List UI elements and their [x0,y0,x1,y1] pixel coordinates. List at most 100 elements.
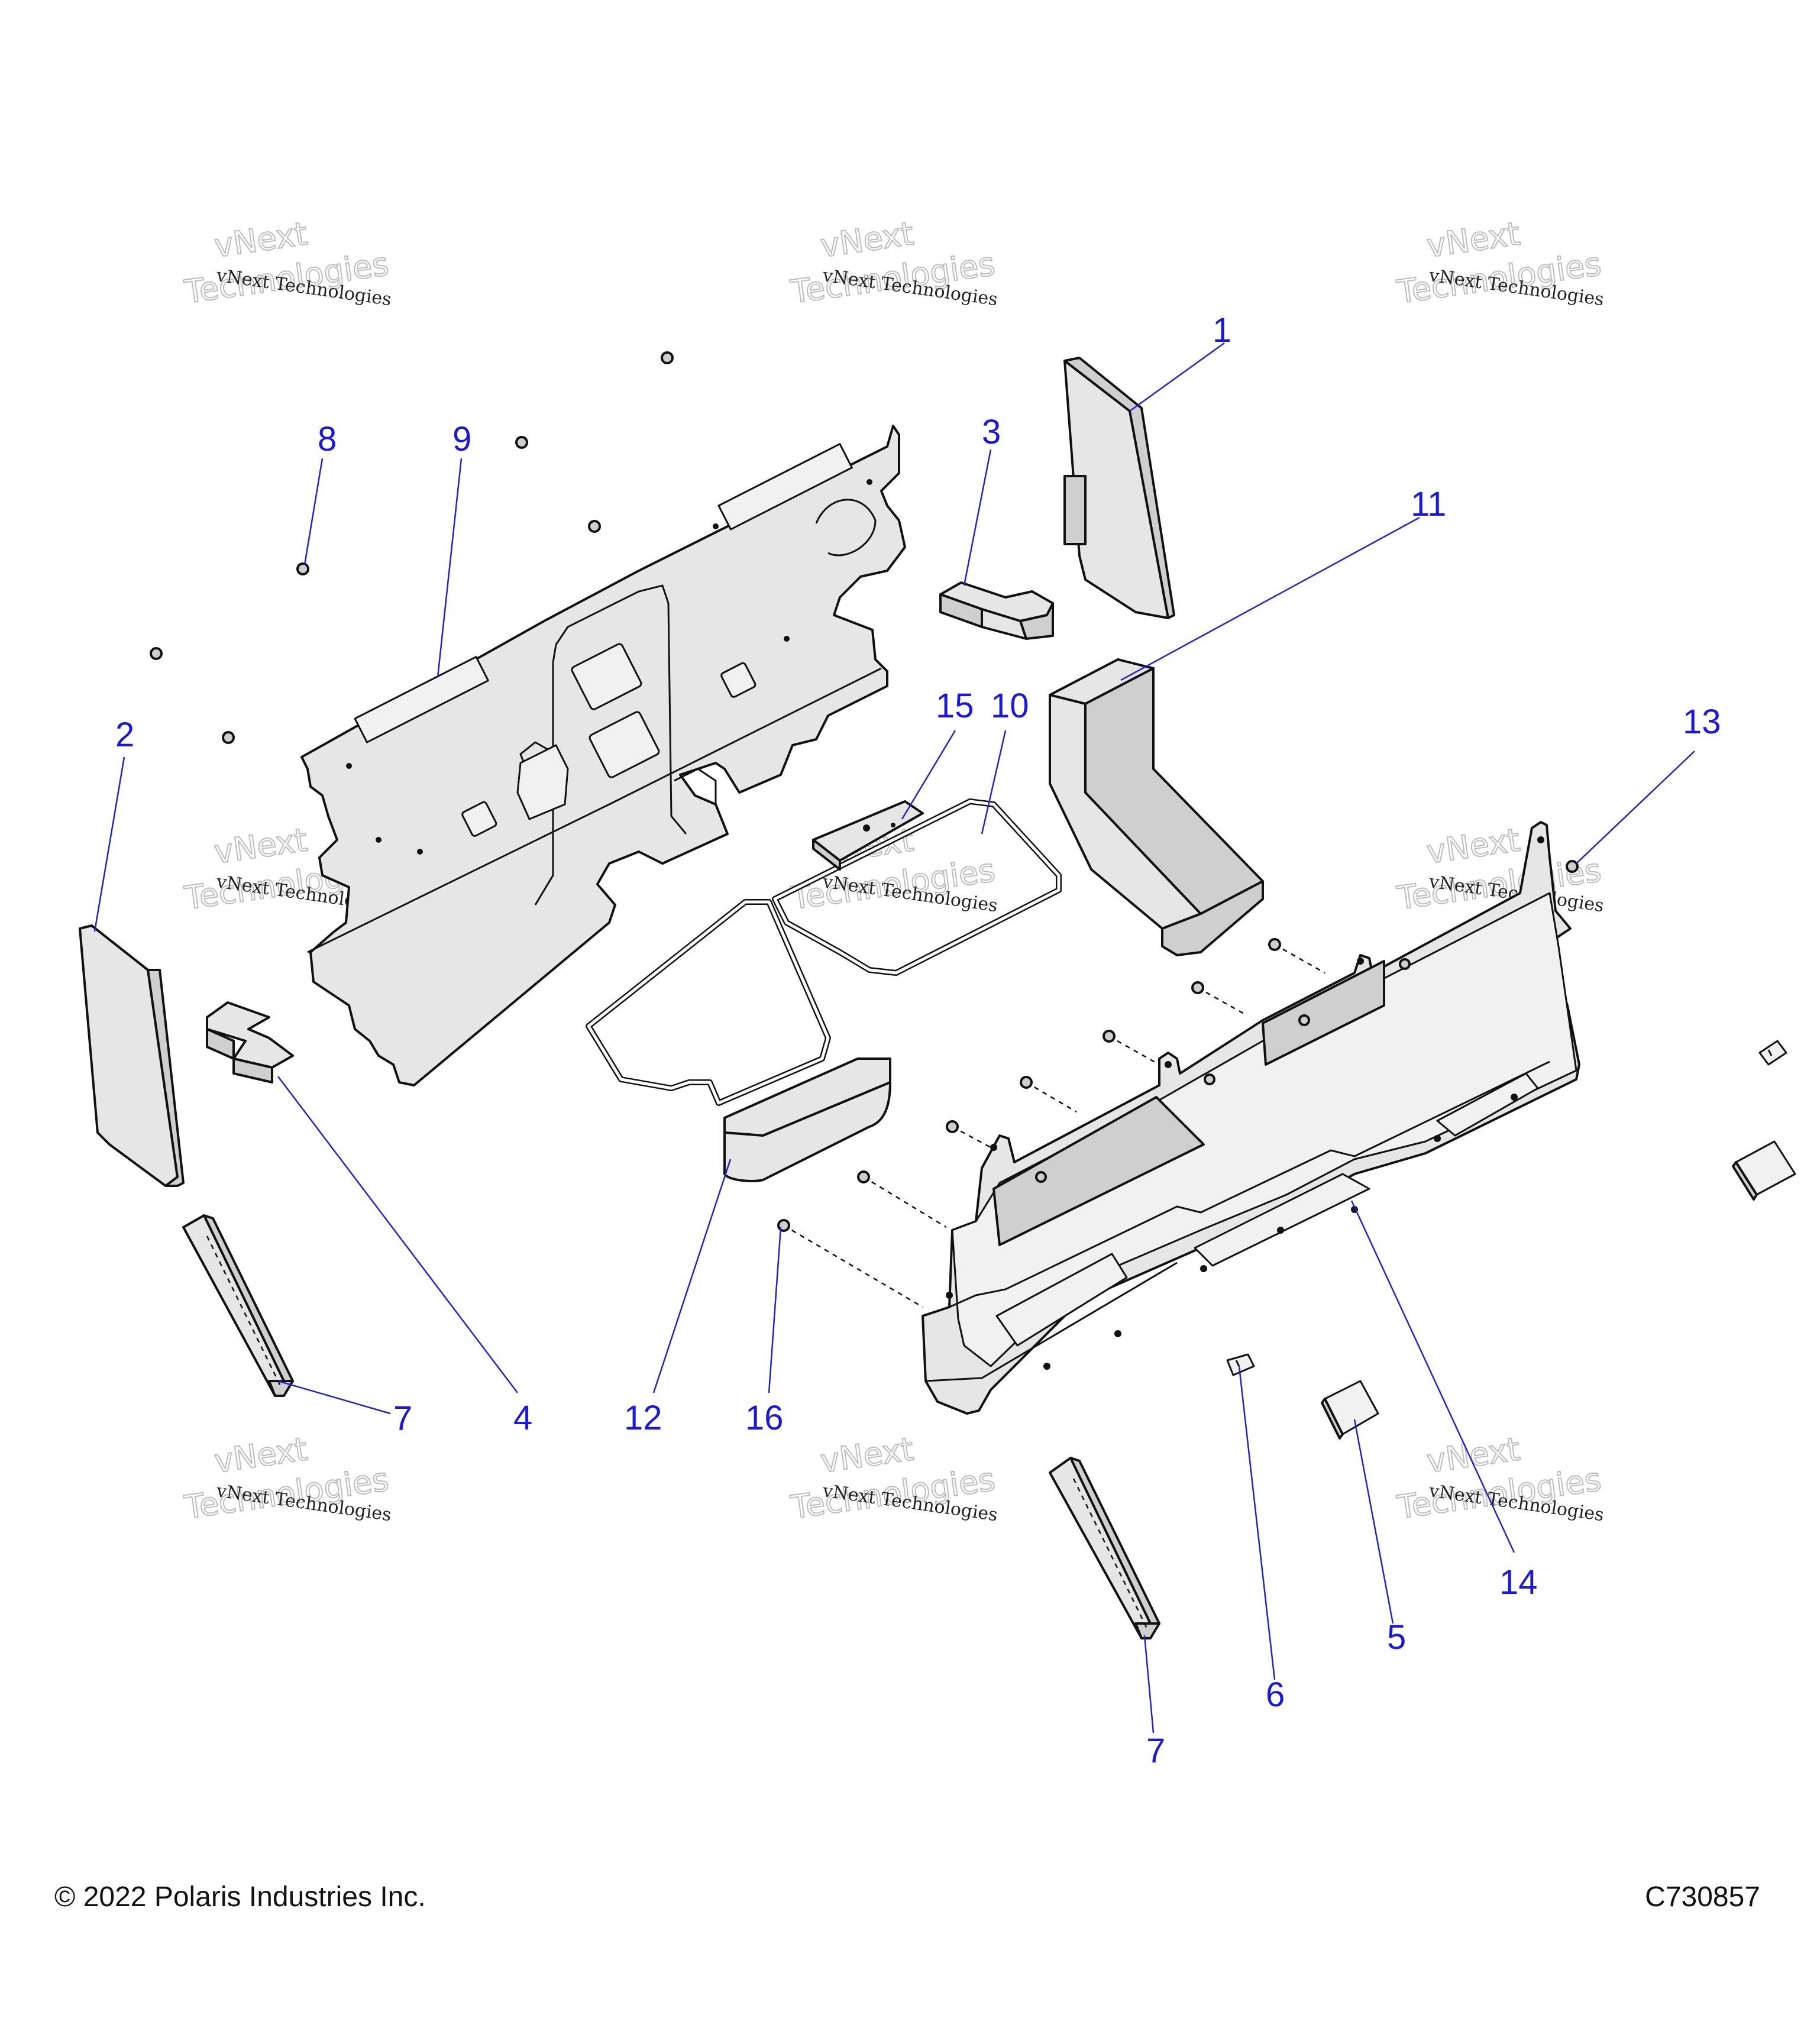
foam-block-side [232,1057,273,1084]
figure-code: C730857 [1645,1881,1760,1913]
callout-7b: 7 [1146,1732,1165,1770]
insertion-line [1274,943,1325,974]
callout-5: 5 [1387,1618,1406,1657]
screw [150,647,163,660]
floor-panel-cutout [720,662,756,698]
rear-panel-hole [1277,1227,1284,1234]
screw [296,562,309,575]
rear-panel-hole [1357,958,1364,965]
rear-panel-fastener [1399,958,1411,970]
part-11-foam-block [1049,658,1264,956]
part-4-foam-block [206,1001,294,1084]
rear-panel-fastener [1298,1014,1310,1026]
pad-edge [1321,1398,1344,1440]
callout-13: 13 [1683,703,1721,741]
rear-panel-hole [1043,1363,1050,1370]
leader-15 [901,730,956,820]
svg-text:vNext: vNext [212,215,309,264]
part-14-rear-panel [922,821,1580,1415]
callout-6: 6 [1266,1676,1285,1714]
insertion-line [863,1176,947,1228]
svg-text:vNext: vNext [1424,1430,1522,1480]
callout-12: 12 [624,1399,662,1437]
plate-hole [863,824,870,832]
screw [1268,938,1281,951]
rear-panel-hole [1200,1265,1207,1272]
leader-2 [93,756,125,932]
part-13-screw [1566,860,1579,873]
floor-panel-ridge [307,667,882,953]
leader-4 [277,1076,518,1393]
rear-panel-hole [990,1144,997,1151]
rear-panel-pocket [995,1253,1128,1347]
callouts: 1 2 3 4 5 6 7 7 8 9 10 11 12 13 14 15 16 [115,311,1721,1770]
leader-13 [1576,751,1695,864]
part-5-pad [1321,1380,1379,1440]
leader-16 [768,1227,782,1393]
callout-14: 14 [1499,1563,1538,1602]
floor-panel-hole [867,479,872,485]
pad-edge [1732,1161,1758,1201]
rear-panel-pocket [1194,1173,1370,1267]
part-8-screws [150,351,674,744]
foam-block-top [206,1001,294,1069]
floor-panel-hole [376,837,381,843]
part-16-screws [777,938,1325,1308]
part-5-pad [1732,1140,1796,1201]
part-12-foam-pad [723,1057,891,1182]
callout-4: 4 [513,1399,532,1437]
rear-panel-hole [1165,1061,1172,1068]
screw [222,731,235,744]
rear-panel-plate [992,1096,1205,1246]
insertion-line [1197,987,1246,1015]
insertion-line [1026,1081,1077,1113]
callout-2: 2 [115,716,134,754]
floor-panel-slot [717,443,853,531]
screw [1103,1030,1116,1043]
leader-8 [303,458,324,565]
foam-block-bottom [1161,880,1264,956]
part-9-floor-panel [300,425,906,1086]
leader-14 [1350,1200,1515,1553]
leader-5 [1353,1419,1394,1624]
trim-strip-edge [1069,1457,1160,1625]
screw [1020,1076,1033,1089]
part-7-trim-strip [182,1214,294,1397]
floor-panel-hole [417,849,423,855]
rear-panel-fastener [1035,1171,1047,1183]
leader-7a [277,1380,391,1415]
leader-10 [981,730,1007,835]
leader-11 [1120,516,1420,681]
callout-3: 3 [982,413,1001,451]
rear-panel-ridge [949,1060,1550,1308]
screw [857,1170,870,1183]
callout-10: 10 [991,687,1029,725]
callout-7a: 7 [393,1399,412,1438]
callout-9: 9 [452,420,471,458]
rear-panel-plate [1262,960,1385,1066]
trim-strip-face [1049,1457,1152,1639]
clip-body [1226,1353,1255,1376]
rear-panel-hole [946,1292,953,1299]
floor-panel-cutout [461,801,497,837]
leader-6 [1238,1366,1276,1680]
foam-block-face [981,608,1027,640]
trim-strip-end [1134,1622,1160,1639]
svg-text:vNext: vNext [212,1430,309,1480]
screw [588,520,601,533]
floor-panel-hole [713,523,719,529]
floor-panel-hole [784,636,790,642]
part-2-side-panel [79,924,185,1187]
side-panel-tab [1063,475,1087,545]
leader-9 [437,458,463,678]
leader-7b [1143,1635,1155,1733]
rear-panel-ridge [925,1262,1178,1382]
callout-15: 15 [936,687,974,725]
part-10-gasket [772,798,1062,976]
plate-edge [812,839,841,871]
foam-pad-face [723,1081,891,1182]
rear-panel-hole [1114,1330,1121,1337]
part-6-clip [1758,1040,1787,1066]
screw [946,1120,959,1133]
screw [515,436,528,449]
